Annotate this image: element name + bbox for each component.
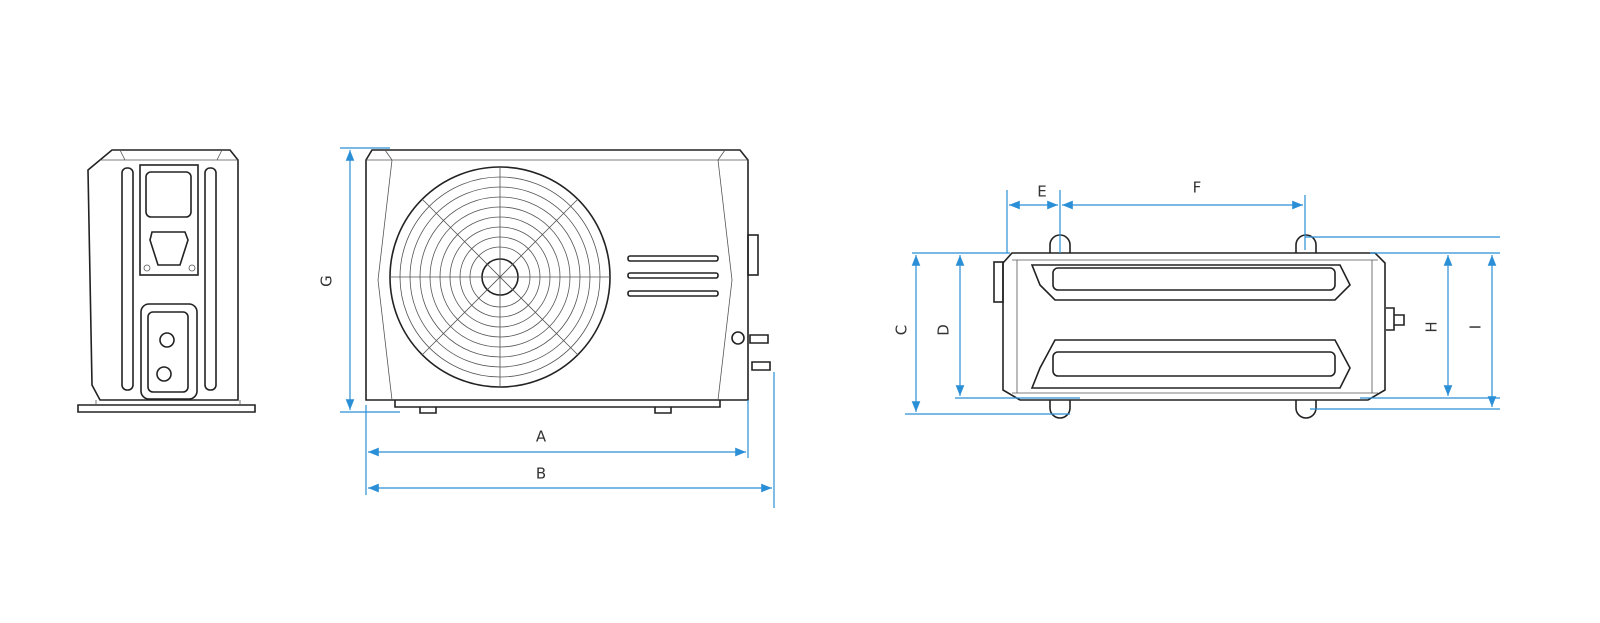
label-d: D bbox=[935, 324, 953, 336]
front-view bbox=[365, 149, 771, 414]
label-i: I bbox=[1467, 325, 1485, 329]
dimension-lines bbox=[340, 147, 1500, 508]
label-b: B bbox=[536, 465, 546, 483]
label-c: C bbox=[893, 325, 911, 335]
label-a: A bbox=[536, 428, 547, 446]
dimension-labels: A B G E F C D H I bbox=[318, 179, 1485, 483]
label-g: G bbox=[318, 275, 336, 287]
top-view bbox=[993, 234, 1405, 419]
label-e: E bbox=[1037, 183, 1046, 201]
side-view bbox=[77, 149, 256, 413]
label-h: H bbox=[1423, 321, 1441, 332]
label-f: F bbox=[1193, 179, 1202, 197]
